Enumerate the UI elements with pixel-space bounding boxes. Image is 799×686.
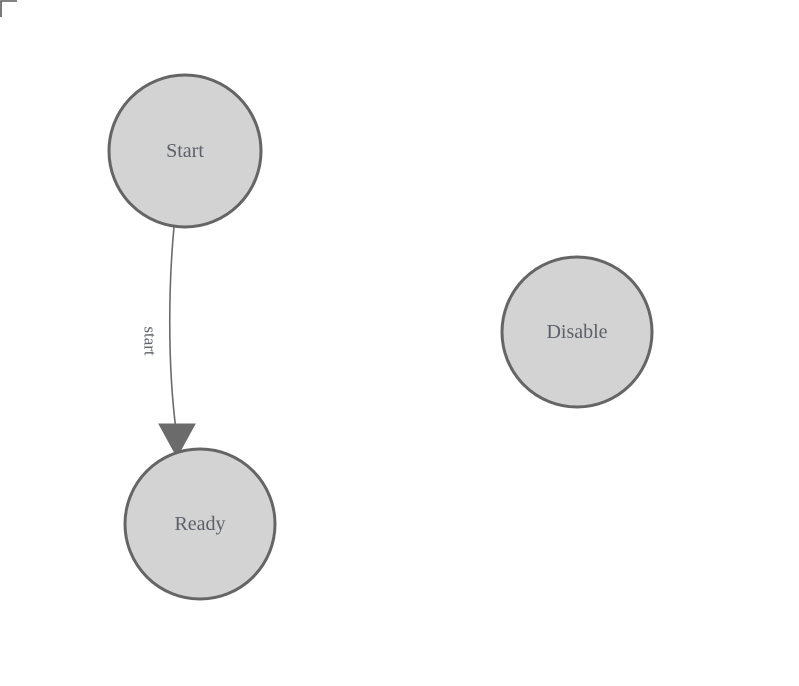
- node-disable-circle[interactable]: [500, 255, 654, 409]
- node-start[interactable]: Start: [107, 73, 263, 229]
- node-disable[interactable]: Disable: [500, 255, 654, 409]
- node-ready[interactable]: Ready: [123, 447, 277, 601]
- node-start-circle[interactable]: [107, 73, 263, 229]
- node-ready-label: Ready: [174, 513, 225, 535]
- arrowhead-icon: [158, 423, 196, 459]
- edge-start-to-ready[interactable]: start: [141, 226, 196, 459]
- node-ready-circle[interactable]: [123, 447, 277, 601]
- node-disable-label: Disable: [546, 321, 607, 343]
- corner-bracket-mark: [0, 0, 17, 17]
- node-start-label: Start: [166, 140, 204, 162]
- edge-line: [168, 226, 177, 431]
- edge-label-start: start: [141, 326, 160, 356]
